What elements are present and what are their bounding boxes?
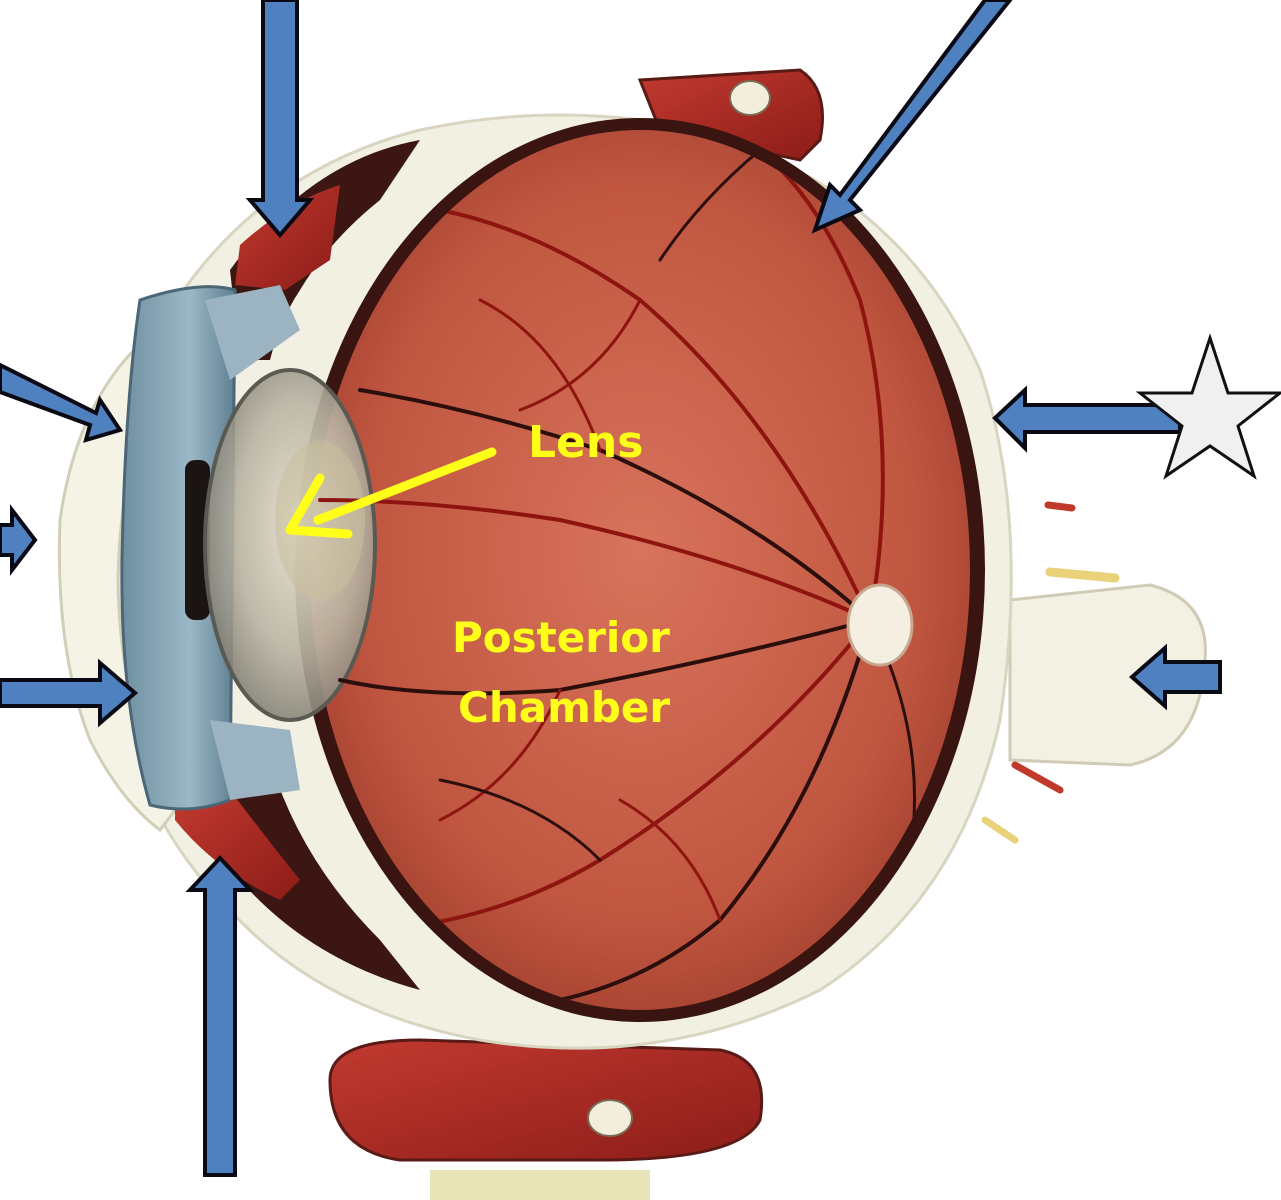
blue-arrow-icon <box>992 385 1182 453</box>
upper-ciliary-muscle <box>235 185 340 290</box>
iris-lower <box>210 720 300 800</box>
stand-peg <box>587 1099 633 1137</box>
retinal-vessels <box>318 148 916 1002</box>
blue-arrow-icon <box>0 504 38 576</box>
blue-arrow-icon <box>185 855 255 1177</box>
blue-arrow-icon <box>245 0 315 239</box>
arrow-group <box>0 0 1222 1177</box>
inferior-muscle <box>328 1038 764 1162</box>
cornea <box>120 285 237 811</box>
posterior-chamber-label-line2: Chamber <box>458 683 670 732</box>
lens-label: Lens <box>528 417 643 468</box>
blue-arrow-icon <box>0 658 139 728</box>
blue-arrow-icon <box>811 0 1013 234</box>
retina-fundus <box>310 130 970 1010</box>
eye-model <box>57 68 1207 1200</box>
optic-disc <box>846 583 914 667</box>
nerve-vessel-2 <box>1044 501 1076 512</box>
star-icon <box>1135 333 1281 480</box>
top-peg <box>729 80 771 116</box>
stand-base <box>430 1170 650 1200</box>
iris-upper <box>205 285 300 380</box>
ciliary-body-lower <box>230 760 420 990</box>
lower-ciliary-muscle <box>175 790 300 900</box>
pupil-edge <box>185 460 210 620</box>
nerve-vessel-1 <box>1045 567 1120 583</box>
yellow-arrow-icon <box>285 447 497 539</box>
superior-muscle <box>637 68 824 162</box>
blue-arrow-icon <box>1128 643 1222 711</box>
blue-arrow-icon <box>0 362 124 443</box>
nerve-vessel-4 <box>981 816 1019 844</box>
nerve-vessel-3 <box>1011 761 1064 794</box>
posterior-chamber-label-line1: Posterior <box>452 613 670 662</box>
